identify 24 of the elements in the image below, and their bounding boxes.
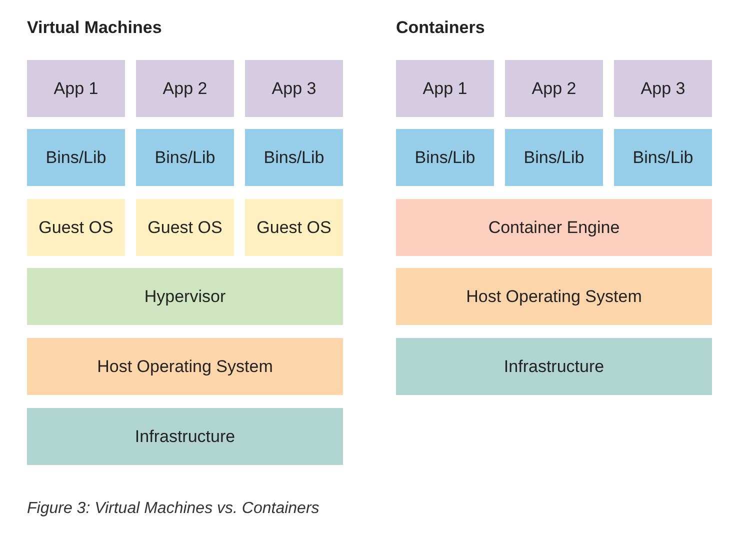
app-box: App 3 — [245, 60, 343, 117]
infrastructure-layer: Infrastructure — [27, 408, 343, 465]
library-box: Bins/Lib — [505, 129, 603, 186]
guest-os-box: Guest OS — [136, 199, 234, 256]
hypervisor-layer: Hypervisor — [27, 268, 343, 325]
figure-caption: Figure 3: Virtual Machines vs. Containers — [27, 500, 320, 518]
infrastructure-layer: Infrastructure — [396, 338, 712, 395]
library-box: Bins/Lib — [614, 129, 712, 186]
section-heading: Virtual Machines — [27, 18, 162, 38]
app-box: App 1 — [27, 60, 125, 117]
app-box: App 2 — [505, 60, 603, 117]
app-box: App 1 — [396, 60, 494, 117]
library-box: Bins/Lib — [27, 129, 125, 186]
library-box: Bins/Lib — [136, 129, 234, 186]
guest-os-box: Guest OS — [27, 199, 125, 256]
app-box: App 3 — [614, 60, 712, 117]
host-os-layer: Host Operating System — [396, 268, 712, 325]
guest-os-box: Guest OS — [245, 199, 343, 256]
container-engine-layer: Container Engine — [396, 199, 712, 256]
host-os-layer: Host Operating System — [27, 338, 343, 395]
section-heading: Containers — [396, 18, 485, 38]
app-box: App 2 — [136, 60, 234, 117]
library-box: Bins/Lib — [245, 129, 343, 186]
library-box: Bins/Lib — [396, 129, 494, 186]
